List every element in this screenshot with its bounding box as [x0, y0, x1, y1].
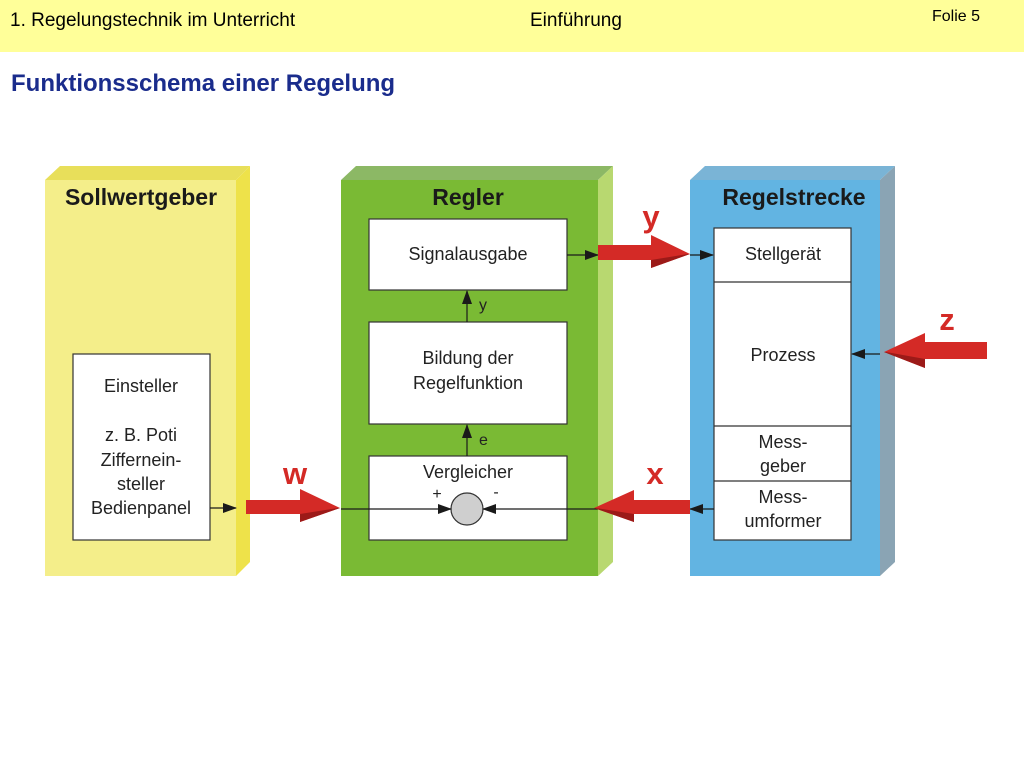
signal-arrow-z [884, 333, 987, 368]
einsteller-line-5: Bedienpanel [91, 498, 191, 518]
strecke-box [713, 227, 852, 541]
vergleicher-label: Vergleicher [423, 462, 513, 482]
slide-title: Funktionsschema einer Regelung [11, 70, 396, 97]
einsteller-line-1: Einsteller [104, 376, 178, 396]
regelstrecke-block: Regelstrecke Stellgerät Prozess Mess- ge… [689, 166, 895, 576]
stellgeraet-label: Stellgerät [745, 244, 821, 264]
vergleicher-plus: + [432, 486, 441, 503]
regelstrecke-title: Regelstrecke [722, 184, 865, 210]
signal-arrow-x [594, 490, 690, 522]
einsteller-line-4: steller [117, 474, 165, 494]
messumformer-line-2: umformer [744, 511, 821, 531]
slide-header: 1. Regelungstechnik im Unterricht Einfüh… [0, 0, 1024, 52]
einsteller-box [72, 353, 211, 541]
signal-label-z: z [939, 302, 955, 337]
signalausgabe-box [368, 218, 568, 291]
regler-title: Regler [432, 184, 504, 210]
sollwertgeber-title: Sollwertgeber [65, 184, 217, 210]
prozess-label: Prozess [750, 345, 815, 365]
regelstrecke-top [690, 166, 895, 180]
signal-label-y: y [642, 199, 660, 234]
label-y-internal: y [479, 297, 487, 314]
regelfunktion-box [368, 321, 568, 425]
messgeber-line-2: geber [760, 456, 806, 476]
label-e: e [479, 432, 488, 449]
vergleicher-minus: - [493, 484, 498, 501]
regler-block: Regler Signalausgabe Bildung der Regelfu… [341, 166, 613, 576]
signal-label-w: w [282, 456, 308, 491]
header-section-title: 1. Regelungstechnik im Unterricht [10, 10, 296, 31]
regler-top [341, 166, 613, 180]
signal-arrow-y [598, 235, 690, 268]
sollwertgeber-block: Sollwertgeber Einsteller z. B. Poti Ziff… [45, 166, 250, 576]
signalausgabe-label: Signalausgabe [408, 244, 527, 264]
regelfunktion-line-2: Regelfunktion [413, 373, 523, 393]
sollwertgeber-side [236, 166, 250, 576]
signal-label-x: x [646, 456, 664, 491]
messgeber-line-1: Mess- [759, 432, 808, 452]
regelfunktion-line-1: Bildung der [422, 348, 513, 368]
messumformer-line-1: Mess- [759, 487, 808, 507]
regelstrecke-side [880, 166, 895, 576]
einsteller-line-3: Ziffernein- [101, 450, 182, 470]
slide-number: Folie 5 [931, 8, 980, 25]
einsteller-line-2: z. B. Poti [105, 425, 177, 445]
header-chapter-title: Einführung [530, 10, 622, 31]
summing-junction [450, 492, 484, 526]
regler-side [598, 166, 613, 576]
signal-arrow-w [246, 489, 340, 522]
sollwertgeber-top [45, 166, 250, 180]
